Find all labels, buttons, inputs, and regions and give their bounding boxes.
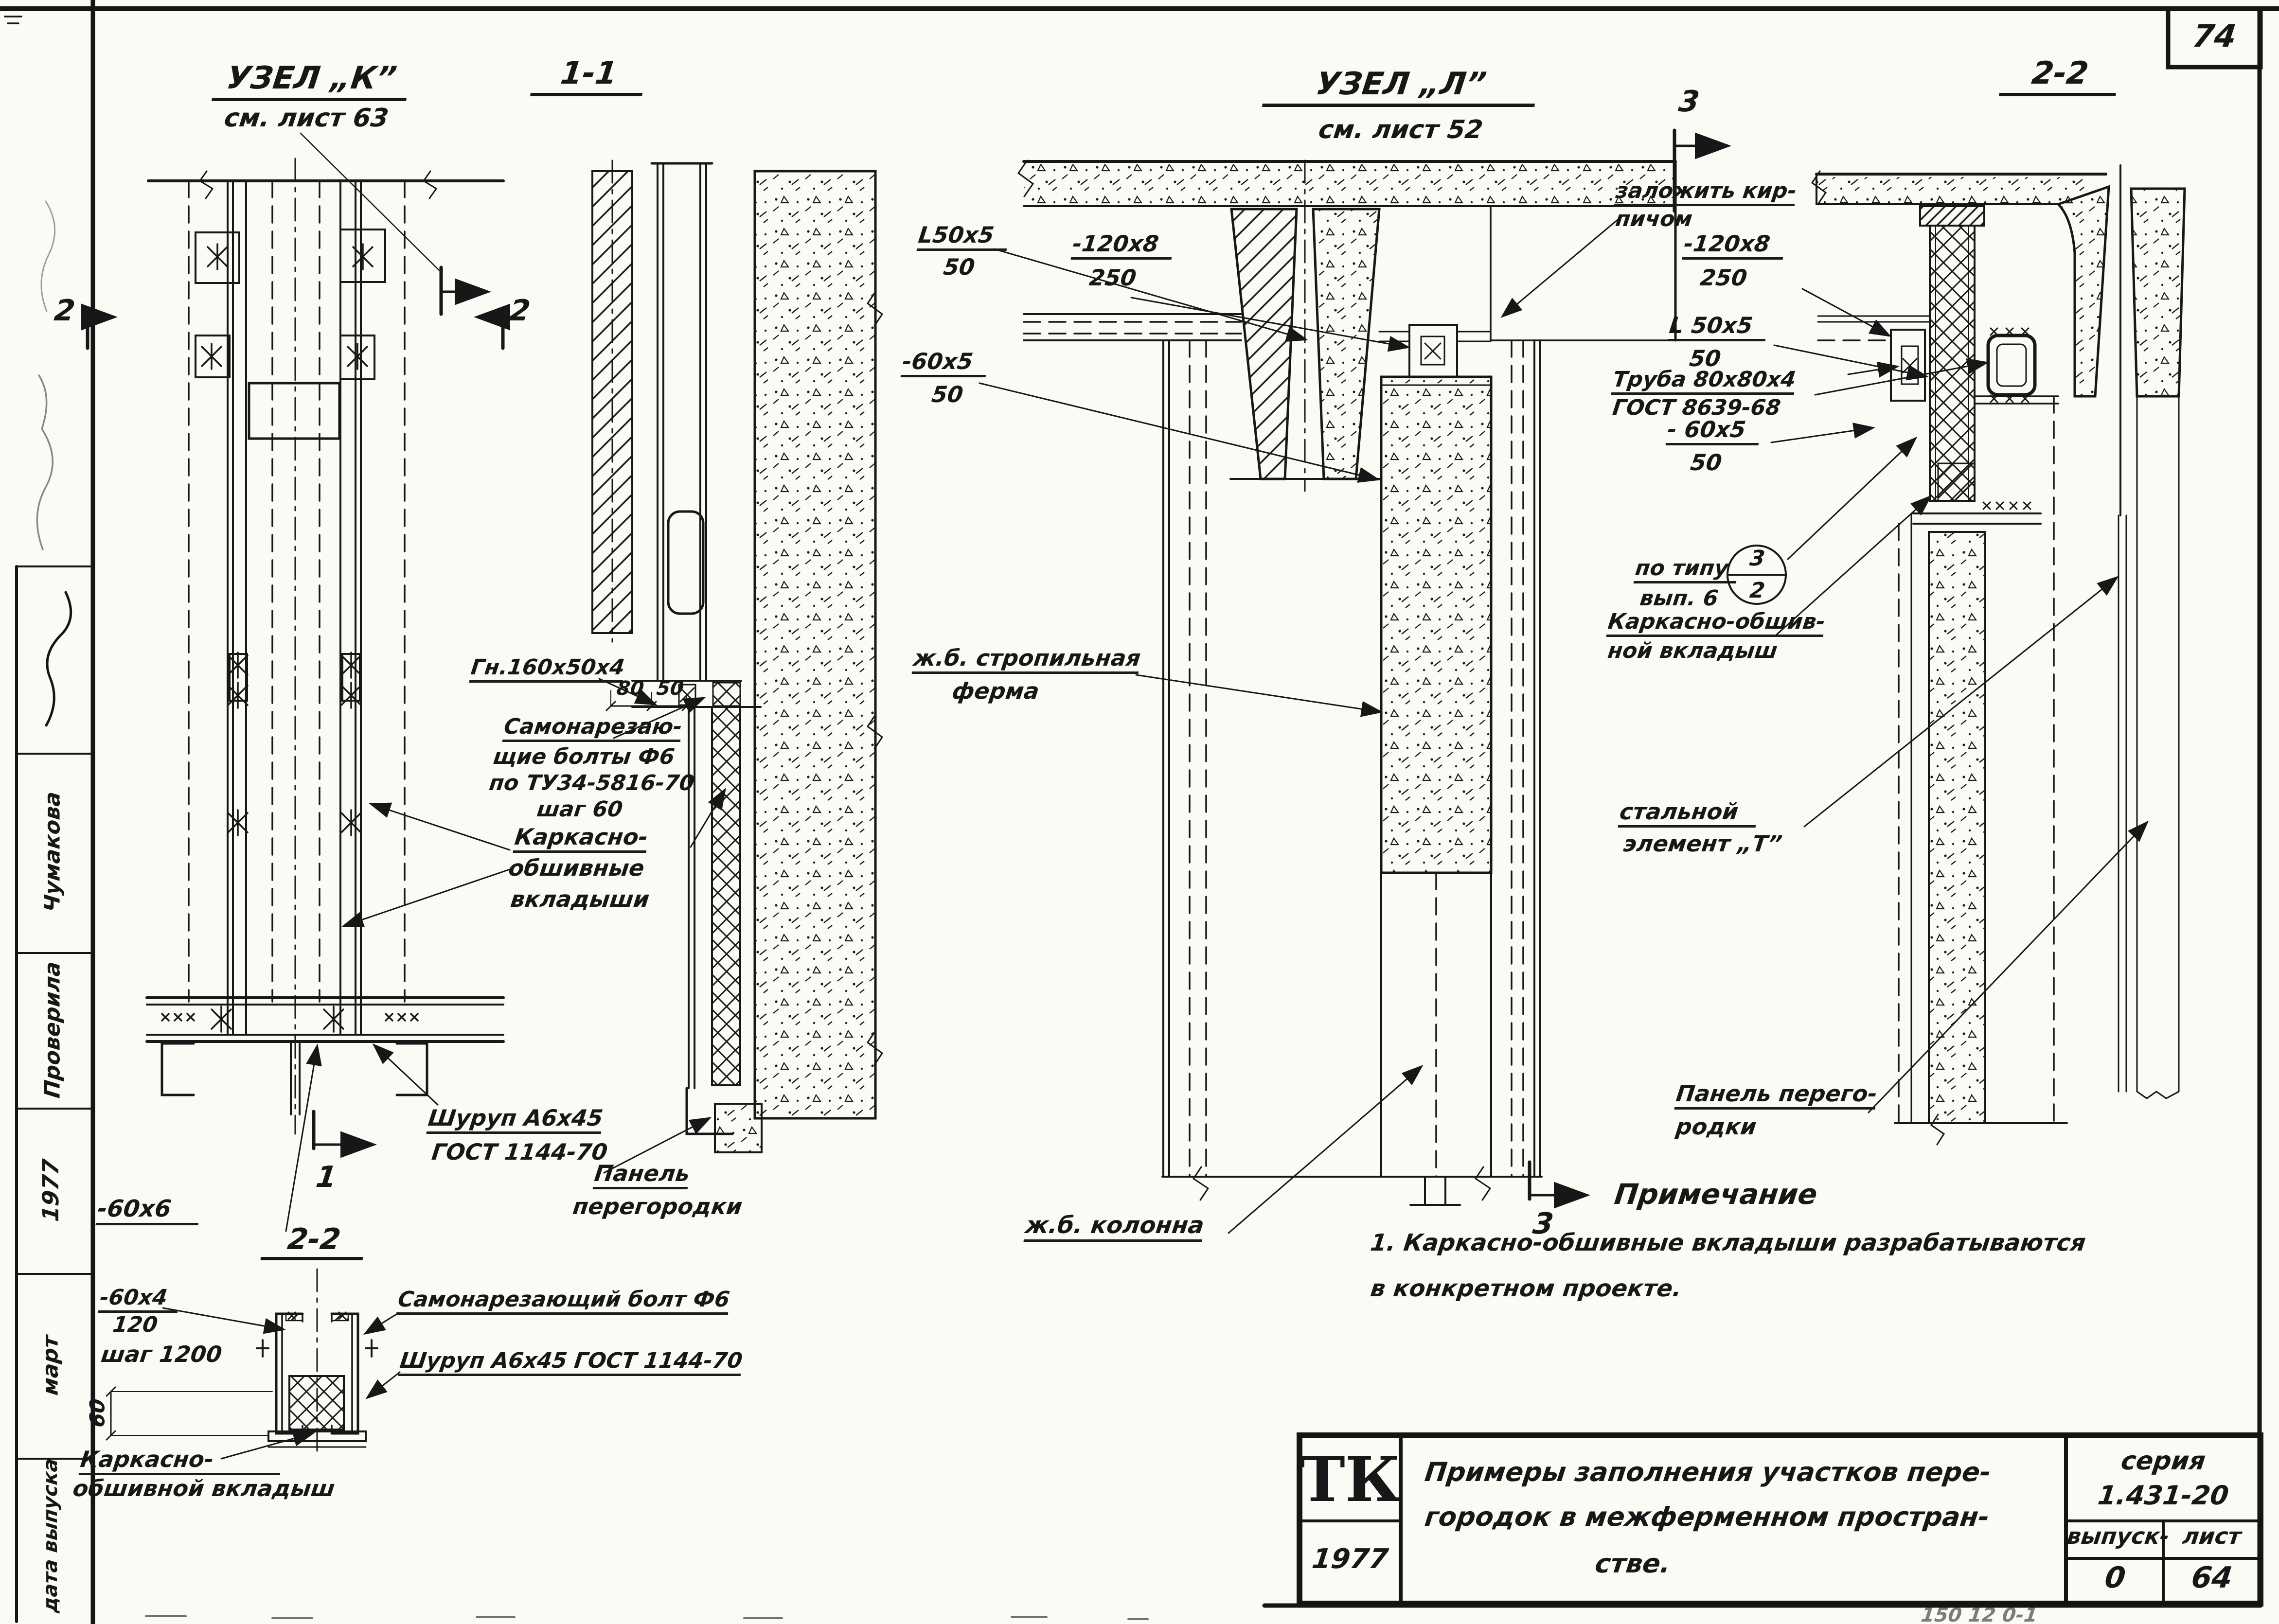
note-line2: в конкретном проекте. xyxy=(1369,1275,1684,1302)
sec22-insert-line2: ной вкладыш xyxy=(1606,638,1779,663)
uzel-k-section-2-left: 2 xyxy=(52,294,77,328)
section-1-1-linework xyxy=(591,159,884,1153)
leader-lines xyxy=(162,132,2149,1460)
tube-label-line1: Труба 80х80х4 xyxy=(1611,367,1797,395)
uzel-k-screw-label-line2: ГОСТ 1144-70 xyxy=(430,1139,609,1165)
titleblock-line1: Примеры заполнения участков пере- xyxy=(1423,1457,1993,1487)
detail-selftapping-bolt: Самонарезающий болт Ф6 xyxy=(396,1287,731,1315)
sec22-plate-120x8: -120х8 xyxy=(1682,230,1786,260)
type-note-circle-bottom: 2 xyxy=(1748,578,1766,603)
sec22-plate-120x8-sub: 250 xyxy=(1698,265,1749,291)
org-logo: ТК xyxy=(1300,1444,1401,1516)
titleblock-line3: стве. xyxy=(1593,1548,1673,1579)
partition-panel-line1: Панель xyxy=(592,1160,691,1189)
titleblock-line2: городок в межферменном простран- xyxy=(1423,1501,1992,1532)
dim-80: 80 xyxy=(615,677,645,700)
series-value: 1.431-20 xyxy=(2096,1480,2231,1511)
uzel-k-section-2-right: 2 xyxy=(507,294,533,328)
margin-year: 1977 xyxy=(37,1158,64,1223)
titleblock-year: 1977 xyxy=(1310,1543,1390,1575)
issue-value: 0 xyxy=(2102,1561,2128,1595)
frame-inserts-line2: обшивные xyxy=(507,855,646,881)
detail-step-label: шаг 1200 xyxy=(99,1341,224,1367)
steel-element-line1: стальной xyxy=(1618,798,1759,828)
margin-month: март xyxy=(38,1334,63,1397)
detail-screw-label: Шуруп А6х45 ГОСТ 1144-70 xyxy=(398,1348,744,1376)
margin-release-label: дата выпуска xyxy=(39,1457,62,1614)
uzel-k-plate-label: -60х6 xyxy=(95,1195,202,1225)
uzel-l-subtitle: см. лист 52 xyxy=(1317,115,1485,144)
sec22-plate-60x5-sub: 50 xyxy=(1689,449,1724,476)
selftapping-bolts-line3: по ТУ34-5816-70 xyxy=(487,771,696,795)
uzel-l-angle-50x5: L50х5 xyxy=(916,222,1010,251)
sheet-value: 64 xyxy=(2189,1561,2235,1595)
uzel-l-linework xyxy=(1017,128,1731,1209)
type-callout-circle xyxy=(1727,545,1787,605)
note-title: Примечание xyxy=(1612,1178,1819,1211)
uzel-l-plate-120x8: -120х8 xyxy=(1070,230,1175,260)
rc-column-label: ж.б. колонна xyxy=(1023,1212,1206,1242)
selftapping-bolts-line1: Самонарезаю- xyxy=(502,714,684,742)
sheet-number: 74 xyxy=(2190,18,2239,54)
uzel-l-plate-60x5-sub: 50 xyxy=(930,381,965,407)
frame-inserts-line3: вкладыши xyxy=(509,886,651,912)
rc-truss-line1: ж.б. стропильная xyxy=(911,645,1142,674)
detail-insert-line2: обшивной вкладыш xyxy=(71,1475,337,1501)
sec22-plate-60x5: - 60х5 xyxy=(1665,416,1762,445)
issue-label: выпуск- xyxy=(2065,1523,2171,1549)
note-line1: 1. Каркасно-обшивные вкладыши разрабатыв… xyxy=(1369,1229,2087,1256)
section-2-2-linework xyxy=(1811,164,2186,1146)
selftapping-bolts-line2: щие болты Ф6 xyxy=(491,744,676,769)
sec22-angle-50x5: L 50х5 xyxy=(1667,312,1769,341)
sec22-insert-line1: Каркасно-обшив- xyxy=(1606,609,1827,637)
uzel-l-angle-50x5-sub: 50 xyxy=(942,254,977,280)
sec22-panel-line1: Панель перего- xyxy=(1674,1080,1879,1110)
partition-panel-line2: перегородки xyxy=(571,1193,744,1219)
steel-element-line2: элемент „Т” xyxy=(1621,830,1784,857)
uzel-k-title: УЗЕЛ „К” xyxy=(212,60,411,101)
uzel-l-title: УЗЕЛ „Л” xyxy=(1262,66,1539,107)
uzel-k-screw-label-line1: Шуруп А6х45 xyxy=(426,1105,605,1134)
tube-label-line2: ГОСТ 8639-68 xyxy=(1611,395,1782,420)
footer-scrawl: 150 12 0-1 xyxy=(1920,1604,2039,1624)
sec22-panel-line2: родки xyxy=(1674,1113,1758,1140)
detail-plate-60x4: -60х4 xyxy=(98,1285,180,1313)
detail-2-2-title: 2-2 xyxy=(260,1222,367,1261)
section-1-1-title: 1-1 xyxy=(530,55,647,96)
profile-label: Гн.160х50х4 xyxy=(469,655,626,683)
uzel-l-plate-60x5: -60х5 xyxy=(900,348,989,377)
uzel-k-subtitle: см. лист 63 xyxy=(222,104,391,133)
sheet-label: лист xyxy=(2181,1523,2243,1549)
type-note-circle-top: 3 xyxy=(1748,546,1766,571)
rc-truss-line2: ферма xyxy=(950,678,1041,704)
uzel-k-linework xyxy=(81,158,510,1158)
uzel-l-plate-120x8-sub: 250 xyxy=(1087,265,1138,291)
selftapping-bolts-line4: шаг 60 xyxy=(535,797,624,822)
detail-insert-line1: Каркасно- xyxy=(78,1446,284,1475)
dim-50: 50 xyxy=(655,677,685,700)
margin-checked-by-label: Проверила xyxy=(40,960,65,1099)
section-2-2-title: 2-2 xyxy=(1999,55,2120,96)
series-label: серия xyxy=(2119,1447,2208,1476)
type-note-issue: вып. 6 xyxy=(1638,586,1720,611)
detail-dim-60: 60 xyxy=(85,1397,109,1429)
fill-with-brick-line1: заложить кир- xyxy=(1614,178,1798,206)
uzel-k-section-1-bottom: 1 xyxy=(314,1160,339,1194)
uzel-l-section-3-top: 3 xyxy=(1676,85,1702,119)
type-note-label: по типу xyxy=(1633,556,1740,583)
margin-checked-by-name: Чумакова xyxy=(40,790,65,914)
frame-inserts-line1: Каркасно- xyxy=(513,824,649,853)
title-block-grid xyxy=(1297,1432,2263,1606)
fill-with-brick-line2: пичом xyxy=(1614,207,1694,231)
detail-plate-60x4-sub: 120 xyxy=(111,1312,160,1337)
detail-2-2-linework xyxy=(106,1268,378,1455)
